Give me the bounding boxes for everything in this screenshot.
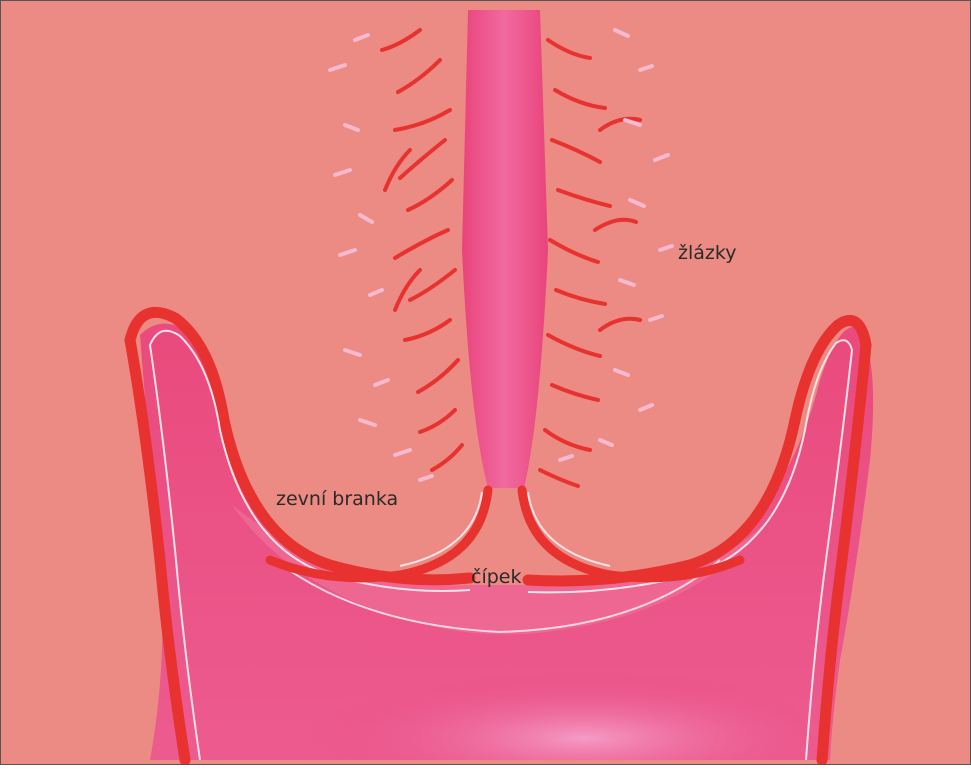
cervix-tip-label: čípek: [471, 568, 521, 587]
external-os-label: zevní branka: [276, 490, 398, 509]
glands-label: žlázky: [678, 244, 736, 263]
